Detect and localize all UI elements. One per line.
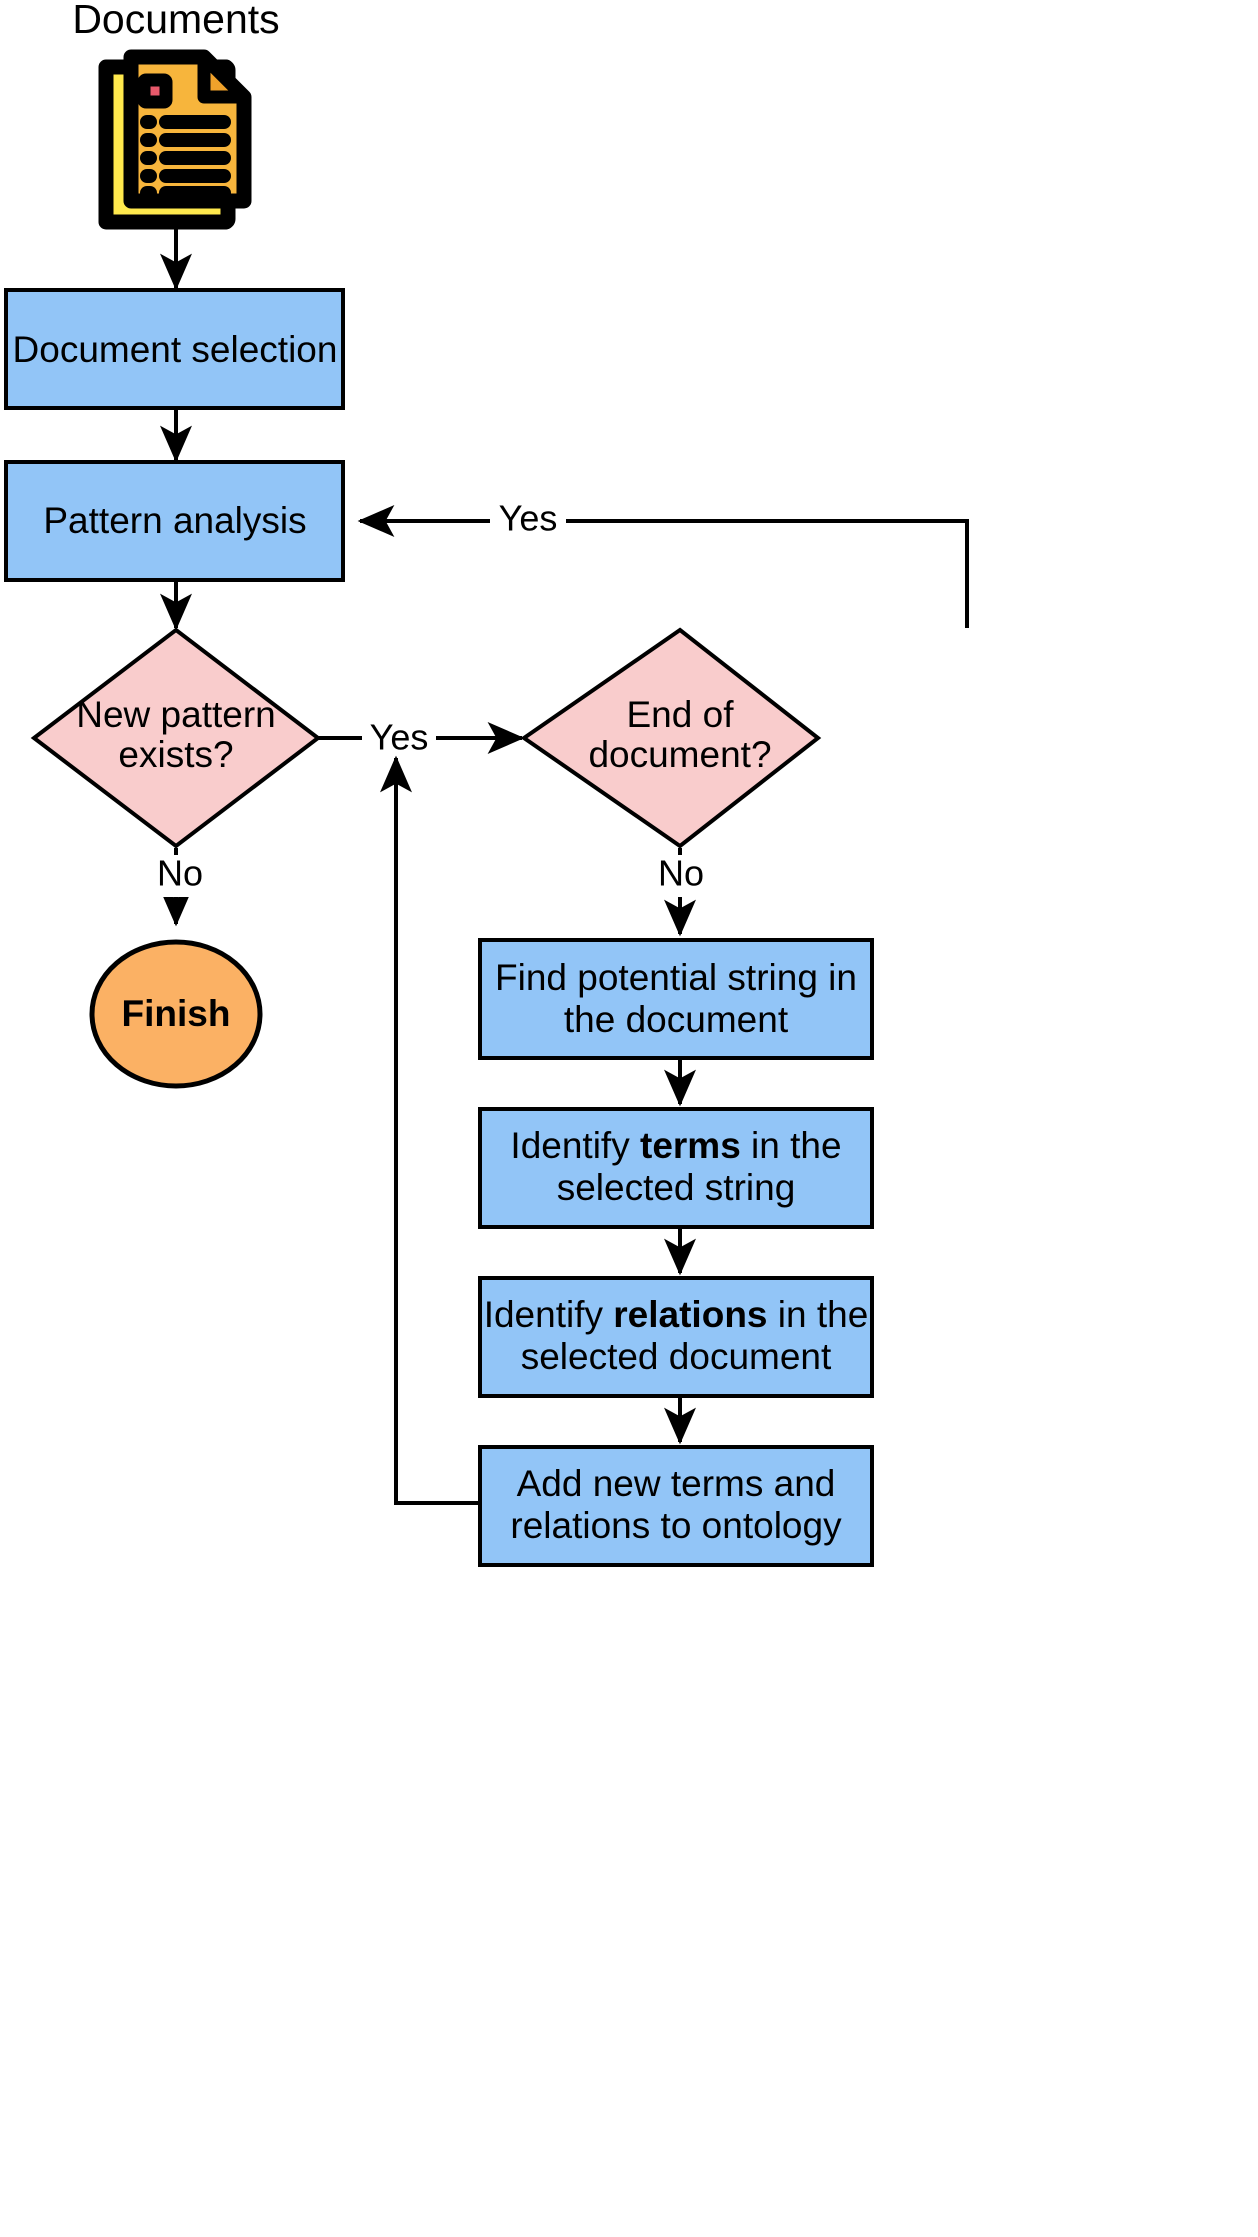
- node-new-pattern-exists-line1: New pattern: [76, 694, 276, 735]
- node-identify-terms-box[interactable]: [478, 1107, 874, 1229]
- node-identify-terms-line2: selected string: [557, 1167, 796, 1208]
- node-identify-terms-post: in the: [741, 1125, 842, 1166]
- node-end-of-document-line1: End of: [627, 694, 735, 735]
- node-identify-relations-box[interactable]: [478, 1276, 874, 1398]
- node-finish-label: Finish: [122, 993, 231, 1034]
- node-identify-relations[interactable]: Identify relations in the selected docum…: [478, 1276, 874, 1398]
- no-right-label-backdrop: [652, 855, 710, 897]
- node-find-potential-string[interactable]: Find potential string in the document: [478, 938, 874, 1060]
- node-identify-terms[interactable]: Identify terms in the selected string: [478, 1107, 874, 1229]
- node-identify-relations-post: in the: [768, 1294, 869, 1335]
- node-new-pattern-exists[interactable]: New pattern exists?: [30, 627, 322, 849]
- node-find-potential-string-box[interactable]: [478, 938, 874, 1060]
- node-new-pattern-exists-line2: exists?: [118, 734, 233, 775]
- node-identify-terms-pre: Identify: [510, 1125, 640, 1166]
- node-identify-terms-line1: Identify terms in the: [510, 1125, 841, 1166]
- node-find-potential-string-line2: the document: [564, 999, 789, 1040]
- edge-label-no-right: No: [658, 853, 704, 894]
- node-identify-terms-keyword: terms: [640, 1125, 741, 1166]
- documents-stack-icon: [98, 49, 252, 230]
- node-end-of-document-line2: document?: [588, 734, 771, 775]
- node-add-terms-relations-box[interactable]: [478, 1445, 874, 1567]
- node-pattern-analysis-box[interactable]: [4, 460, 345, 582]
- edge-end-of-document-yes-to-pattern-analysis: [357, 504, 969, 628]
- documents-folded-corner: [197, 50, 251, 104]
- node-document-selection-box[interactable]: [4, 288, 345, 410]
- yes-top-label-backdrop: [490, 500, 566, 542]
- node-find-potential-string-line1: Find potential string in: [495, 957, 857, 998]
- edge-add-terms-feedback-loop: [380, 755, 480, 1505]
- node-add-terms-relations-line1: Add new terms and: [517, 1463, 836, 1504]
- node-pattern-analysis[interactable]: Pattern analysis: [4, 460, 345, 582]
- edge-label-yes-top: Yes: [499, 498, 558, 539]
- node-finish[interactable]: Finish: [89, 939, 263, 1089]
- documents-caption: Documents: [72, 0, 279, 42]
- node-add-terms-relations-line2: relations to ontology: [510, 1505, 842, 1546]
- node-add-terms-relations[interactable]: Add new terms and relations to ontology: [478, 1445, 874, 1567]
- node-identify-relations-keyword: relations: [613, 1294, 767, 1335]
- node-document-selection-label: Document selection: [13, 329, 338, 370]
- edge-label-yes-middle: Yes: [370, 717, 429, 758]
- yes-middle-label-backdrop: [362, 718, 436, 758]
- node-end-of-document[interactable]: End of document?: [520, 627, 822, 849]
- node-new-pattern-exists-diamond[interactable]: [30, 627, 322, 849]
- node-finish-ellipse[interactable]: [89, 939, 263, 1089]
- node-identify-relations-line2: selected document: [521, 1336, 832, 1377]
- node-end-of-document-diamond[interactable]: [520, 627, 822, 849]
- documents-red-marker-icon: [137, 73, 173, 109]
- edge-label-no-left: No: [157, 853, 203, 894]
- node-document-selection[interactable]: Document selection: [4, 288, 345, 410]
- node-pattern-analysis-label: Pattern analysis: [43, 500, 306, 541]
- node-identify-relations-line1: Identify relations in the: [484, 1294, 869, 1335]
- no-left-label-backdrop: [148, 855, 206, 897]
- node-identify-relations-pre: Identify: [484, 1294, 614, 1335]
